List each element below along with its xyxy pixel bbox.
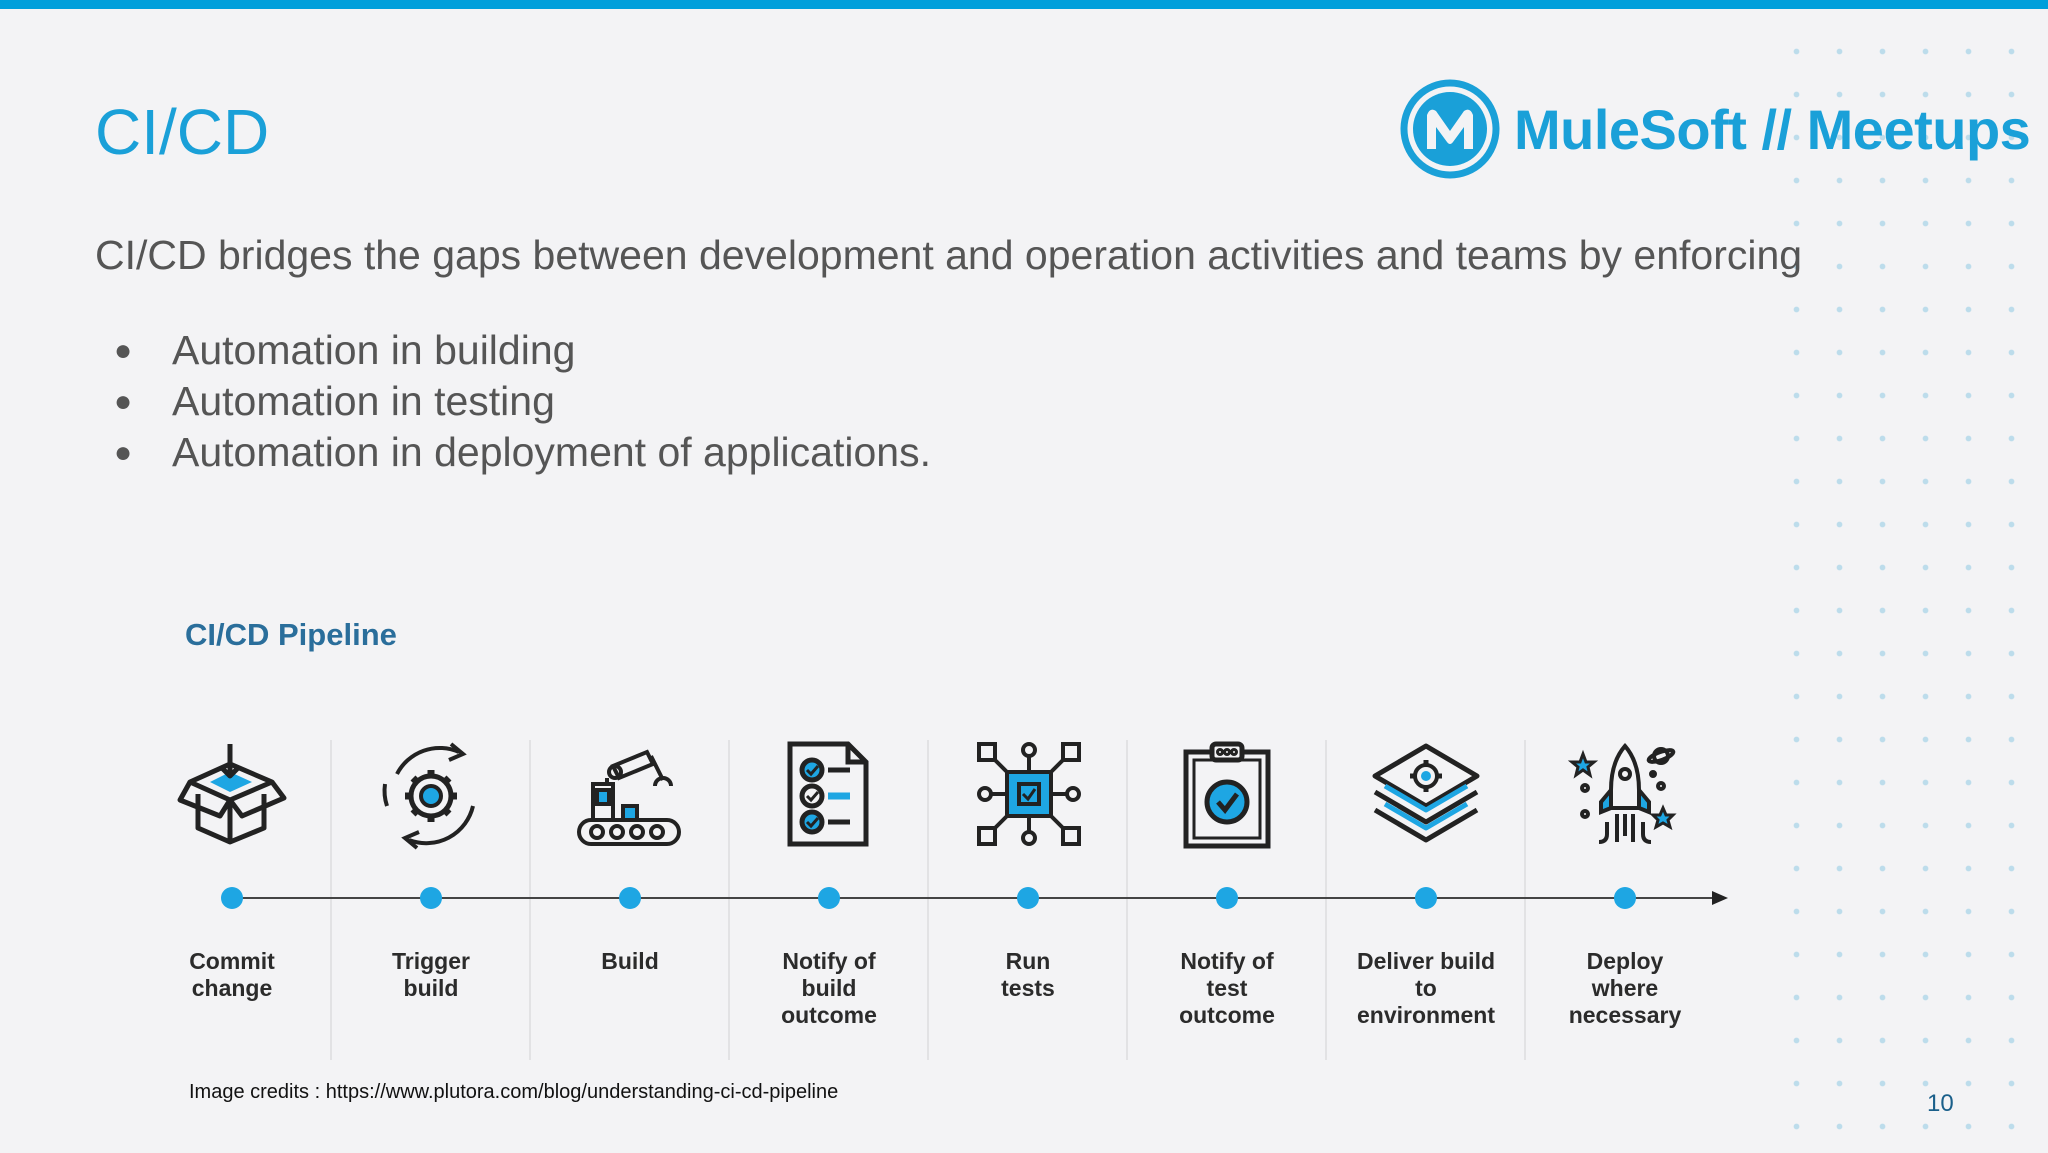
bullet-text: Automation in building	[172, 327, 576, 373]
step-label-trigger-build: Trigger build	[392, 948, 470, 1001]
page-number: 10	[1927, 1090, 1954, 1117]
timeline-dot	[1017, 887, 1039, 909]
step-label-commit-change: Commit change	[189, 948, 275, 1001]
robot-arm-conveyor-icon	[577, 749, 681, 846]
step-label-run-tests: Run tests	[1001, 948, 1055, 1001]
step-label-build: Build	[601, 948, 659, 974]
timeline-arrowhead	[1712, 891, 1728, 905]
clipboard-check-icon	[1183, 741, 1271, 849]
timeline-dot	[1216, 887, 1238, 909]
step-label-deploy: Deploy where necessary	[1568, 948, 1682, 1028]
bullet-text: Automation in testing	[172, 378, 555, 424]
step-label-deliver-build: Deliver build to environment	[1356, 948, 1496, 1028]
timeline-dot	[1415, 887, 1437, 909]
timeline-dots	[221, 887, 1636, 909]
slide-title: CI/CD	[95, 96, 270, 168]
bullet-text: Automation in deployment of applications…	[172, 429, 931, 475]
bullet-dot: ●	[114, 436, 133, 469]
top-accent-bar	[0, 0, 2048, 9]
timeline-dot	[619, 887, 641, 909]
timeline-dot	[420, 887, 442, 909]
chip-network-icon	[977, 742, 1081, 846]
bullet-dot: ●	[114, 334, 133, 367]
gear-cycle-icon	[382, 742, 475, 850]
bullet-item: ● Automation in deployment of application…	[110, 427, 931, 478]
logo-text: MuleSoft // Meetups	[1514, 97, 2031, 161]
bullet-item: ● Automation in building	[110, 325, 931, 376]
bullet-list: ● Automation in building ● Automation in t…	[110, 325, 931, 478]
mulesoft-logo-icon	[1400, 79, 1500, 179]
column-separators	[330, 740, 1526, 1060]
rocket-icon	[1567, 742, 1677, 844]
timeline-dot	[1614, 887, 1636, 909]
timeline-dot	[221, 887, 243, 909]
step-label-notify-test-outcome: Notify of test outcome	[1179, 948, 1275, 1028]
layers-gear-icon	[1372, 743, 1480, 843]
step-label-notify-build-outcome: Notify of build outcome	[781, 948, 877, 1028]
bullet-item: ● Automation in testing	[110, 376, 931, 427]
intro-text: CI/CD bridges the gaps between developme…	[95, 232, 1803, 278]
pipeline-title: CI/CD Pipeline	[185, 617, 397, 652]
mulesoft-meetups-logo: MuleSoft // Meetups	[1400, 78, 2031, 180]
image-credits: Image credits : https://www.plutora.com/…	[189, 1081, 839, 1103]
box-icon	[177, 744, 287, 845]
checklist-icon	[787, 741, 869, 847]
timeline-dot	[818, 887, 840, 909]
dot-pattern	[1775, 30, 2048, 1153]
bullet-dot: ●	[114, 385, 133, 418]
